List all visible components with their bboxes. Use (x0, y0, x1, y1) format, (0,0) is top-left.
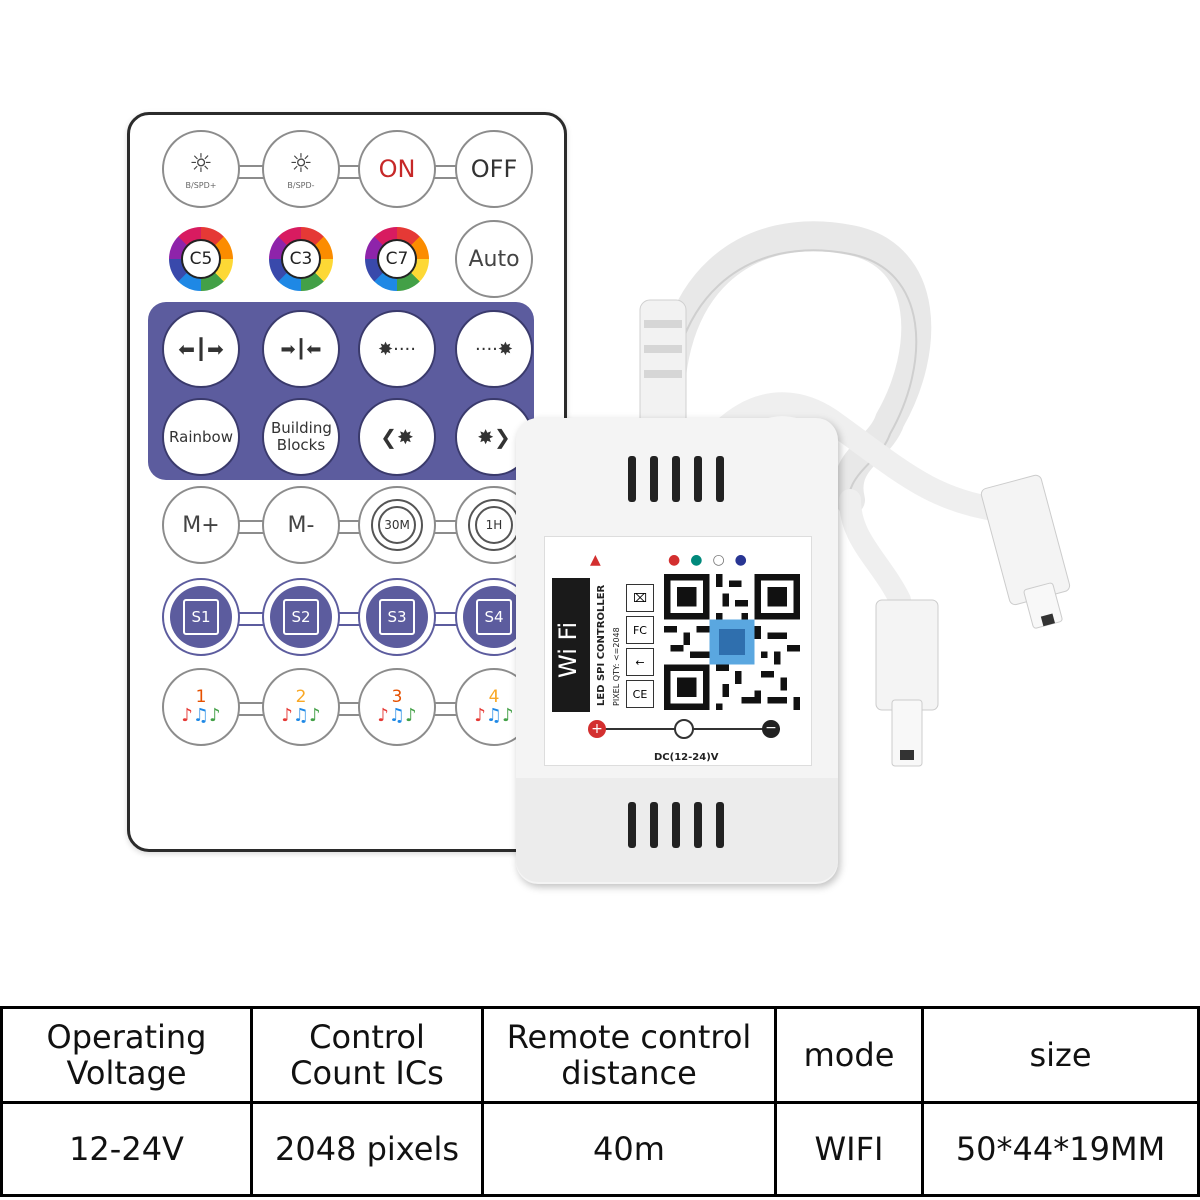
timer-icon: 1H (468, 499, 520, 551)
bounce-left-button[interactable]: ❮✸ (358, 398, 436, 476)
house-icon: S4 (476, 599, 512, 635)
music-3-button[interactable]: 3 ♪♫♪ (358, 668, 436, 746)
fc-icon: FC (626, 616, 654, 644)
chevron-star-left-icon: ❮✸ (380, 425, 414, 449)
value-size: 50*44*19MM (921, 1101, 1200, 1197)
color-c5-button[interactable]: C5 (162, 220, 240, 298)
arrows-outward-icon: ⬅┃➡ (178, 337, 224, 361)
vent-slot (716, 456, 724, 502)
collapse-in-button[interactable]: ➡┃⬅ (262, 310, 340, 388)
timer-icon: 30M (371, 499, 423, 551)
vent-slot (672, 802, 680, 848)
value-remote-distance: 40m (481, 1101, 777, 1197)
sun-icon: ☼ (189, 148, 213, 179)
vent-slot (650, 456, 658, 502)
header-mode: mode (774, 1006, 924, 1104)
building-blocks-button[interactable]: Building Blocks (262, 398, 340, 476)
dots-right-icon: ✸···· (378, 338, 416, 360)
scene-s3-button[interactable]: S3 (358, 578, 436, 656)
music-notes-icon: ♪♫♪ (377, 705, 417, 726)
scene-s1-button[interactable]: S1 (162, 578, 240, 656)
header-remote-distance: Remote control distance (481, 1006, 777, 1104)
rainbow-button[interactable]: Rainbow (162, 398, 240, 476)
weee-icon: ⌧ (626, 584, 654, 612)
wifi-logo: Wi Fi (552, 578, 590, 712)
vent-slot (628, 802, 636, 848)
arrows-inward-icon: ➡┃⬅ (280, 338, 322, 360)
connector (230, 612, 270, 626)
connector (430, 165, 470, 179)
music-1-button[interactable]: 1 ♪♫♪ (162, 668, 240, 746)
auto-button[interactable]: Auto (455, 220, 533, 298)
header-control-count: Control Count ICs (250, 1006, 484, 1104)
connector (330, 702, 370, 716)
brightness-up-button[interactable]: ☼ B/SPD+ (162, 130, 240, 208)
house-icon: S3 (379, 599, 415, 635)
chevron-star-right-icon: ✸❯ (477, 425, 511, 449)
value-control-count: 2048 pixels (250, 1101, 484, 1197)
ce-icon: CE (626, 680, 654, 708)
timer-30m-button[interactable]: 30M (358, 486, 436, 564)
vent-slot (672, 456, 680, 502)
expand-out-button[interactable]: ⬅┃➡ (162, 310, 240, 388)
connector (330, 165, 370, 179)
vent-slot (716, 802, 724, 848)
connector (330, 520, 370, 534)
cables-illustration (639, 221, 1071, 767)
music-notes-icon: ♪♫♪ (474, 705, 514, 726)
connector (230, 165, 270, 179)
header-size: size (921, 1006, 1200, 1104)
value-voltage: 12-24V (0, 1101, 253, 1197)
connector (230, 702, 270, 716)
music-notes-icon: ♪♫♪ (281, 705, 321, 726)
vent-slot (650, 802, 658, 848)
house-icon: S1 (183, 599, 219, 635)
warning-triangle-icon: ▲ (590, 552, 601, 568)
on-button[interactable]: ON (358, 130, 436, 208)
music-2-button[interactable]: 2 ♪♫♪ (262, 668, 340, 746)
plus-icon: + (588, 720, 606, 738)
qr-code (664, 574, 800, 710)
vent-slot (694, 802, 702, 848)
mode-plus-button[interactable]: M+ (162, 486, 240, 564)
color-c3-button[interactable]: C3 (262, 220, 340, 298)
vent-slot (694, 456, 702, 502)
minus-icon: − (762, 720, 780, 738)
color-c7-button[interactable]: C7 (358, 220, 436, 298)
scene-s2-button[interactable]: S2 (262, 578, 340, 656)
brightness-down-button[interactable]: ☼ B/SPD- (262, 130, 340, 208)
off-button[interactable]: OFF (455, 130, 533, 208)
flow-left-button[interactable]: ····✸ (455, 310, 533, 388)
pin-indicator-icons: ●●○● (668, 552, 757, 568)
connector (430, 520, 470, 534)
header-operating-voltage: Operating Voltage (0, 1006, 253, 1104)
vent-slot (628, 456, 636, 502)
mode-minus-button[interactable]: M- (262, 486, 340, 564)
spec-table: Operating Voltage Control Count ICs Remo… (0, 1006, 1200, 1200)
connector (230, 520, 270, 534)
arrow-icon: ← (626, 648, 654, 676)
connector (430, 612, 470, 626)
dots-left-icon: ····✸ (475, 338, 513, 360)
flow-right-button[interactable]: ✸···· (358, 310, 436, 388)
connector (430, 702, 470, 716)
house-icon: S2 (283, 599, 319, 635)
connector (330, 612, 370, 626)
sun-icon: ☼ (289, 148, 313, 179)
value-mode: WIFI (774, 1101, 924, 1197)
music-notes-icon: ♪♫♪ (181, 705, 221, 726)
dc-jack-icon (674, 719, 694, 739)
